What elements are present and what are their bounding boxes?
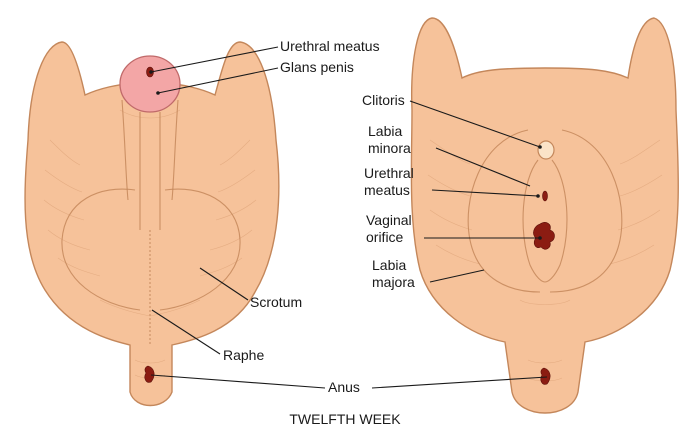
label-urethral-meatus-male: Urethral meatus [280,38,380,54]
label-urethral-meatus-female: Urethral meatus [364,165,418,198]
female-figure [410,17,679,414]
female-body [410,17,679,414]
vaginal-orifice [533,222,555,250]
label-vaginal-orifice: Vaginal orifice [366,212,416,245]
anus-male [144,365,155,383]
label-glans-penis: Glans penis [280,59,354,75]
urethral-meatus-female [542,190,548,202]
label-raphe: Raphe [223,347,264,363]
label-labia-minora: Labia minora [368,123,411,156]
labia-minora-left [522,159,546,283]
labia-majora-left [467,129,541,293]
labels: Urethral meatus Glans penis Scrotum Raph… [223,38,418,427]
scrotal-swelling-right [159,188,241,311]
label-scrotum: Scrotum [250,294,302,310]
label-anus: Anus [328,379,360,395]
male-figure [24,41,280,407]
labia-majora-right [549,129,623,293]
label-labia-majora: Labia majora [372,257,415,290]
clitoris [537,140,555,160]
caption: TWELFTH WEEK [289,411,401,427]
scrotal-swelling-left [61,188,141,311]
label-clitoris: Clitoris [362,92,405,108]
leader-lines [149,46,548,389]
labia-minora-right [544,159,568,283]
glans-penis [119,55,181,113]
anus-female [540,367,551,385]
